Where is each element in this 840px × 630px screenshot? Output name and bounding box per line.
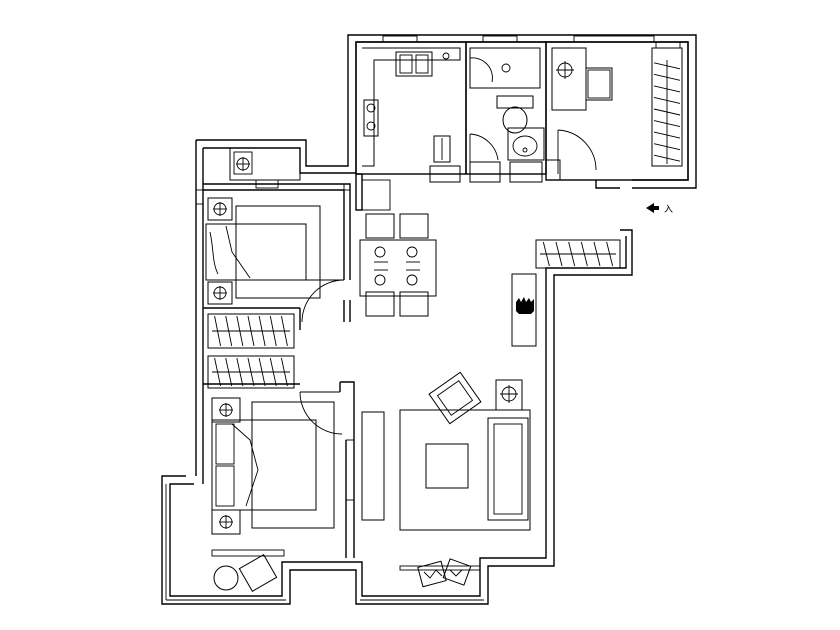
exterior-walls <box>161 34 697 605</box>
bedroom-3 <box>545 47 683 181</box>
living-room <box>345 273 537 588</box>
wardrobe-hangers <box>212 315 290 347</box>
balcony-chairs <box>417 558 472 588</box>
lamp-icon <box>213 202 227 216</box>
plant-icon <box>516 297 534 314</box>
entrance-arrow-icon <box>646 203 659 213</box>
lamp-icon <box>213 286 227 300</box>
lamp-icon <box>556 61 574 79</box>
lamp-icon <box>219 515 233 529</box>
windows <box>195 35 681 571</box>
kitchen <box>362 47 461 183</box>
entrance-label: 入 <box>664 204 673 215</box>
interior-walls <box>203 41 689 558</box>
lamp-icon <box>236 157 250 171</box>
bedroom-2 <box>205 147 345 349</box>
armchair <box>428 371 482 425</box>
shoe-cabinet-hangers <box>540 241 616 267</box>
lamp-icon <box>219 403 233 417</box>
dining-area <box>359 213 437 317</box>
place-setting-icons <box>374 246 420 286</box>
lamp-icon <box>500 385 518 403</box>
wardrobe-hangers <box>212 357 290 387</box>
bathroom <box>469 47 545 183</box>
bedroom-1 <box>207 355 343 592</box>
entrance: 入 <box>535 203 673 269</box>
wardrobe-hangers <box>653 60 681 164</box>
